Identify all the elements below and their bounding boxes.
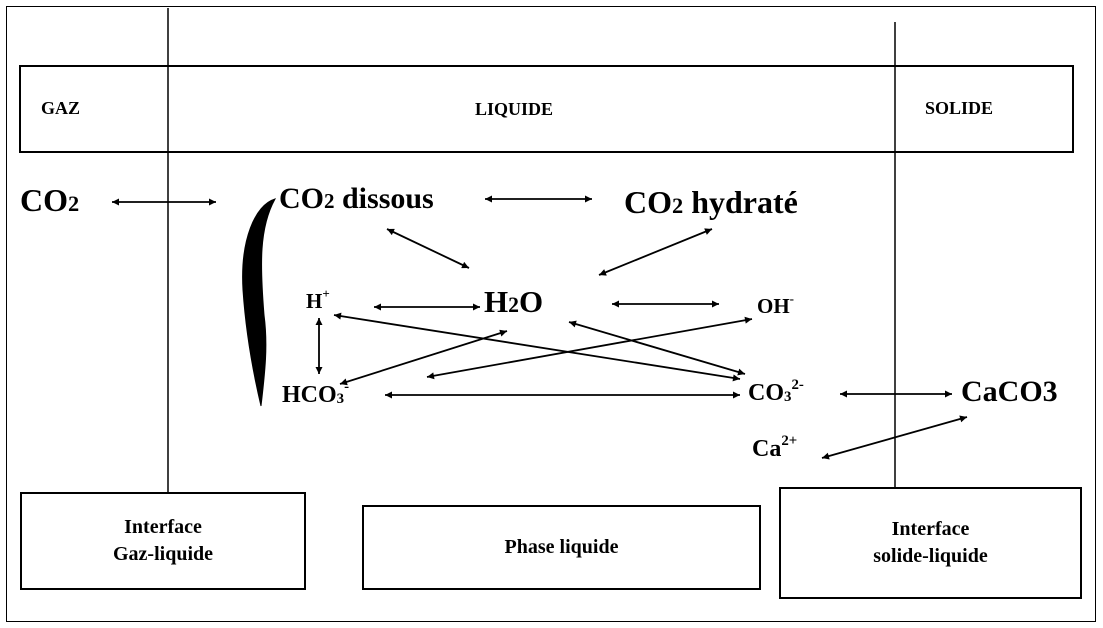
liquid-phase-box: Phase liquide [362, 505, 761, 590]
species-h-plus: H+ [306, 286, 330, 313]
species-oh-minus: OH- [757, 291, 795, 318]
gas-liquid-interface-box: Interface Gaz-liquide [20, 492, 306, 590]
species-carbonate: CO32- [748, 377, 804, 407]
arrow-co2hydrate-h2o [598, 228, 713, 276]
solid-liquid-interface-box: Interface solide-liquide [779, 487, 1082, 599]
gas-liquid-box-line1: Interface [124, 516, 202, 538]
species-water: H2O [484, 284, 544, 319]
arrow-h2o-hco3 [339, 329, 508, 386]
arrow-h2o-co3 [568, 320, 746, 376]
species-co2-gas: CO2 [20, 182, 80, 218]
arrow-hplus-co3 [333, 312, 741, 382]
arrow-co2dissous-h2o [386, 228, 470, 269]
solid-liquid-box-line2: solide-liquide [873, 545, 988, 567]
arrow-calcium-caco3 [821, 415, 968, 460]
species-co2-dissolved: CO2 dissous [279, 182, 434, 215]
solid-liquid-box-line1: Interface [891, 518, 970, 540]
phase-label-gas: GAZ [41, 98, 81, 118]
species-calcium: Ca2+ [752, 433, 798, 463]
phase-header-band [19, 65, 1074, 153]
species-calcite: CaCO3 [961, 375, 1058, 408]
curved-conversion-arrow [242, 198, 277, 407]
phase-label-liquid: LIQUIDE [475, 99, 554, 119]
liquid-phase-box-label: Phase liquide [504, 536, 619, 558]
gas-liquid-box-line2: Gaz-liquide [112, 543, 213, 565]
phase-label-solid: SOLIDE [925, 98, 994, 118]
species-bicarbonate: HCO3- [282, 379, 350, 409]
species-co2-hydrated: CO2 hydraté [624, 184, 798, 220]
